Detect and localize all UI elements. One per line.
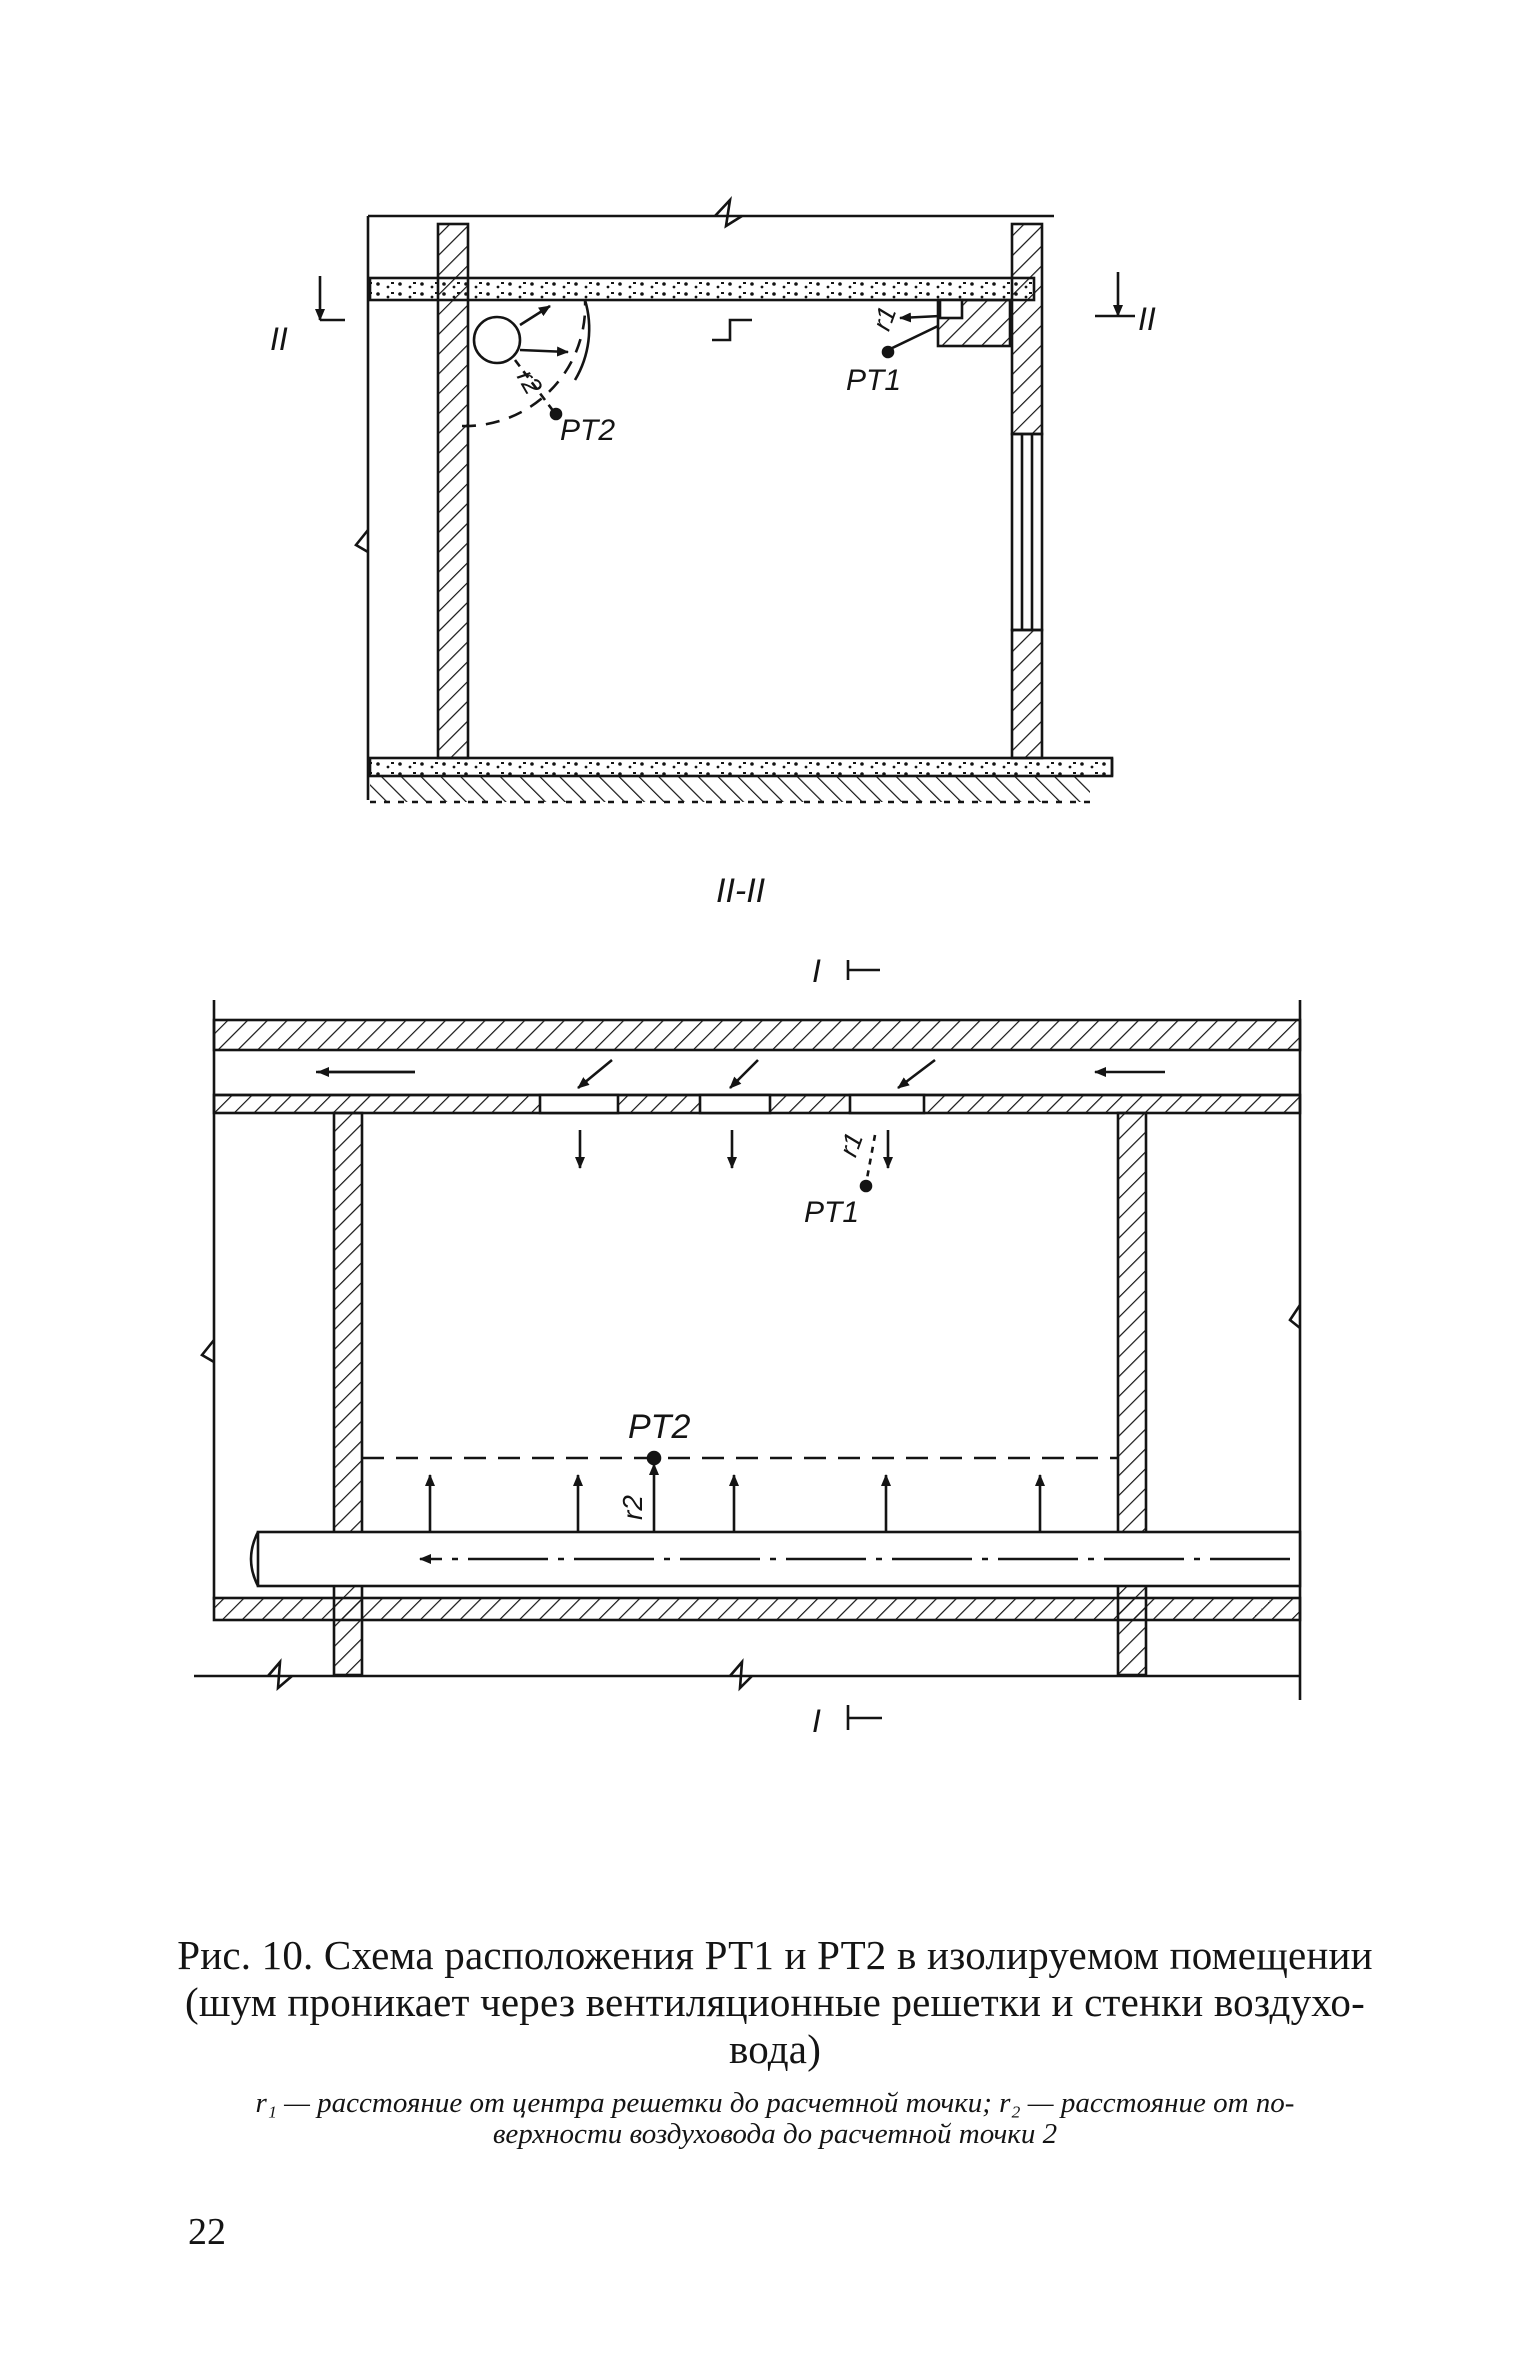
figure-caption: Рис. 10. Схема расположения РТ1 и РТ2 в … [170,1932,1380,2073]
figure-legend: r₁ — расстояние от центра решетки до рас… [170,2088,1380,2150]
r2-label-top: r2 [511,364,549,399]
left-wall [436,222,470,760]
section-mark-right: II [1138,301,1156,337]
caption-line-2: (шум проникает через вентиляционные реше… [185,1979,1365,2025]
section-mark-plan-top: I [812,953,821,989]
section-view [315,196,1135,804]
grille-2 [698,1093,772,1115]
window [1010,432,1044,632]
plan-view [194,960,1302,1730]
floor-slab [368,756,1114,778]
r1-label-top: r1 [866,302,902,334]
caption-line-1: Рис. 10. Схема расположения РТ1 и РТ2 в … [177,1932,1373,1978]
legend-line-2: верхности воздуховода до расчетной точки… [492,2118,1058,2150]
r2-label-plan: r2 [617,1495,648,1520]
ground [370,776,1090,802]
right-wall [1010,222,1044,436]
outer-wall-bottom [212,1596,1302,1622]
outer-wall-top [212,1018,1302,1052]
point-label-pt2-top: PT2 [560,414,615,447]
caption-line-3: вода) [728,2026,822,2072]
round-duct [472,315,522,365]
plan-right-wall [1116,1111,1148,1677]
ceiling-slab [368,276,1036,302]
page-number: 22 [188,2211,226,2253]
r1-label-plan: r1 [833,1128,869,1160]
legend-line-1: r₁ — расстояние от центра решетки до рас… [255,2087,1295,2119]
plan-left-wall [332,1111,364,1677]
section-mark-left: II [270,321,288,357]
section-mark-plan-bottom: I [812,1703,821,1739]
point-label-pt1-plan: PT1 [804,1196,859,1229]
point-label-pt2-plan: PT2 [628,1408,690,1446]
grille-3 [848,1093,926,1115]
grille-1 [538,1093,620,1115]
section-title: II-II [716,872,766,910]
point-label-pt1-top: PT1 [846,364,901,397]
